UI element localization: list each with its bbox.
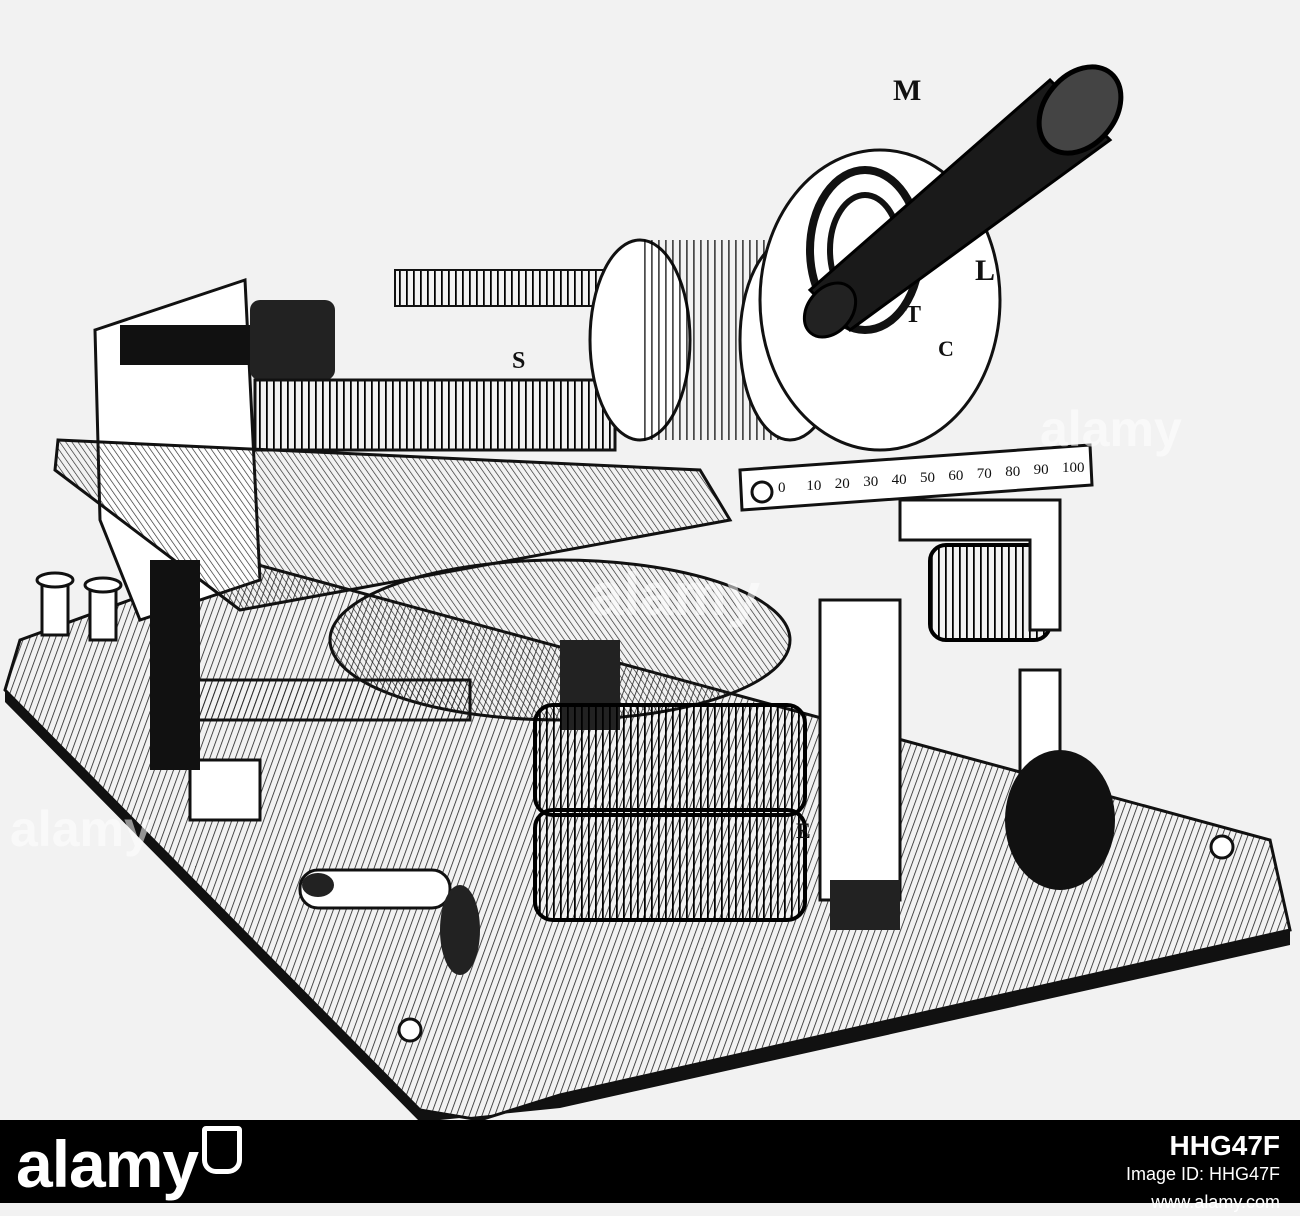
image-id-label: Image ID: HHG47F	[1125, 1164, 1280, 1184]
label-l: L	[975, 254, 996, 287]
label-s: S	[512, 348, 526, 374]
watermark-center: alamy	[590, 561, 761, 628]
label-t: T	[905, 302, 922, 328]
scale-bar	[738, 443, 1094, 512]
clockwork-mechanism	[178, 558, 902, 930]
brand-logo[interactable]: alamy	[16, 1126, 243, 1202]
watermark-left: alamy	[10, 801, 152, 857]
watermark-right: alamy	[1040, 401, 1182, 457]
image-meta: HHG47F Image ID: HHG47F www.alamy.com	[1126, 1132, 1280, 1216]
binding-posts	[35, 571, 123, 642]
crank-handle	[298, 868, 480, 975]
label-e: E	[796, 818, 811, 843]
alamy-logo-icon	[202, 1126, 243, 1174]
scale-tick-label: 20	[834, 476, 850, 492]
image-code: HHG47F	[1169, 1130, 1280, 1161]
speaking-horn	[802, 64, 1124, 339]
label-c: C	[938, 336, 954, 361]
scale-tick-label: 0	[778, 480, 786, 496]
phonograph-engraving	[3, 64, 1292, 1120]
scale-tick-label: 40	[891, 472, 907, 488]
scale-tick-label: 70	[976, 466, 992, 482]
scale-tick-label: 10	[806, 478, 822, 494]
base-screws	[397, 834, 1235, 1043]
right-bracket	[898, 498, 1115, 890]
footer-bar: alamy HHG47F Image ID: HHG47F www.alamy.…	[0, 1120, 1300, 1212]
site-url[interactable]: www.alamy.com	[1151, 1192, 1280, 1212]
scale-tick-label: 80	[1005, 464, 1021, 480]
label-m: M	[893, 74, 922, 107]
scale-tick-label: 60	[948, 468, 964, 484]
scale-tick-label: 90	[1033, 462, 1049, 478]
electromagnet-coils	[150, 543, 1052, 922]
scale-tick-label: 50	[920, 470, 935, 486]
scale-tick-label: 30	[863, 474, 879, 490]
scale-tick-label: 100	[1062, 460, 1085, 476]
brand-name: alamy	[16, 1127, 199, 1201]
